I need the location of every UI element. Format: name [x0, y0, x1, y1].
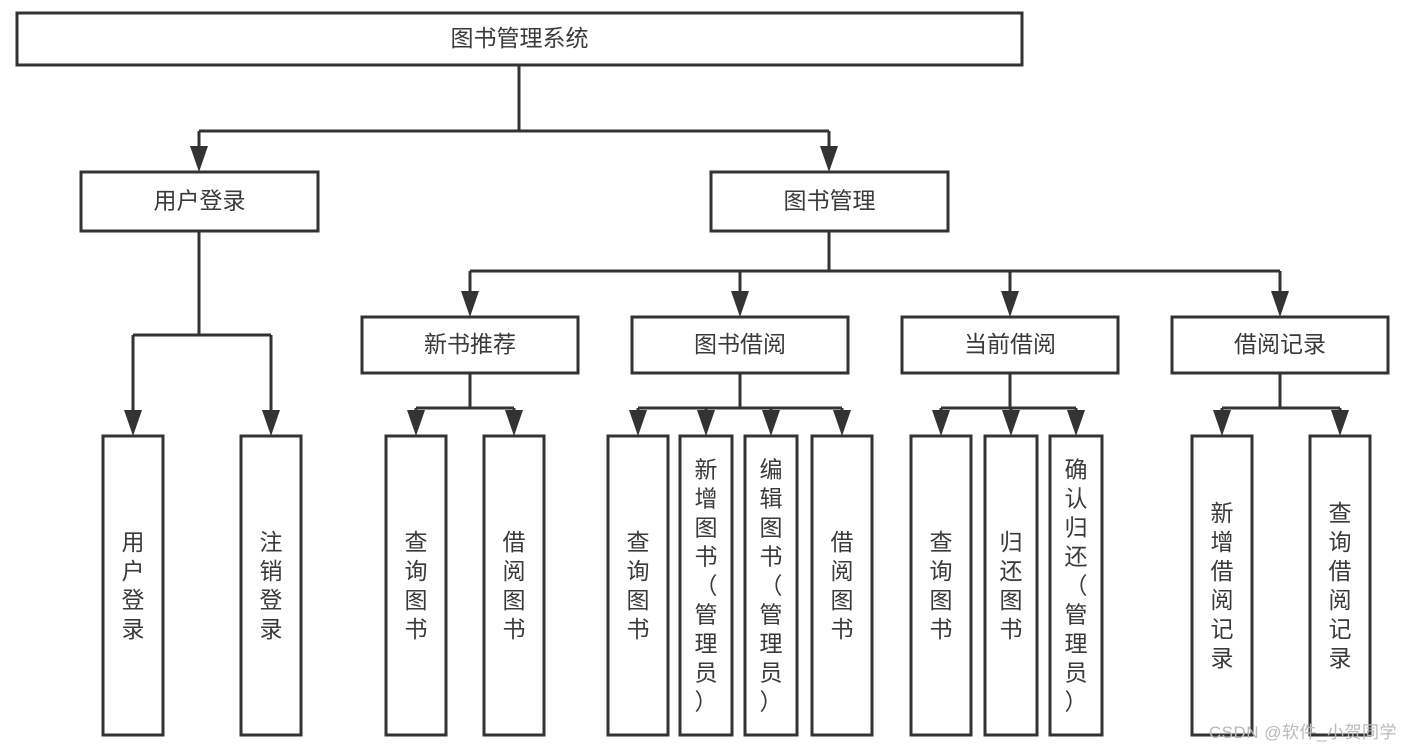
arrow-head-icon	[407, 410, 425, 436]
node-label-leaf-add-borrow-record: 新增借阅记录	[1211, 500, 1234, 671]
node-label-leaf-borrow-book-recommend: 借阅图书	[503, 529, 526, 642]
node-label-root: 图书管理系统	[451, 25, 589, 51]
arrow-head-icon	[629, 410, 647, 436]
node-label-user-login: 用户登录	[154, 188, 246, 214]
node-box-leaf-logout-login[interactable]	[239, 434, 303, 737]
connector-new-book-recommend	[407, 373, 523, 436]
node-leaf-edit-book-admin[interactable]: 编辑图书（管理员）	[743, 434, 799, 737]
node-label-leaf-add-book-admin: 新增图书（管理员）	[695, 457, 718, 715]
csdn-watermark: CSDN @软件_小贺同学	[1208, 723, 1397, 742]
arrow-head-icon	[1271, 291, 1289, 317]
node-box-leaf-add-borrow-record[interactable]	[1190, 434, 1254, 737]
node-leaf-query-book-current[interactable]: 查询图书	[909, 434, 973, 737]
node-label-leaf-borrow-book: 借阅图书	[831, 529, 854, 642]
node-borrow-record[interactable]: 借阅记录	[1170, 315, 1390, 375]
connectors-layer	[124, 65, 1349, 436]
node-label-leaf-edit-book-admin: 编辑图书（管理员）	[760, 457, 783, 715]
arrow-head-icon	[1331, 410, 1349, 436]
node-box-book-manage[interactable]	[709, 170, 950, 233]
node-label-book-manage: 图书管理	[784, 188, 876, 214]
node-label-leaf-confirm-return-admin: 确认归还（管理员）	[1065, 457, 1088, 715]
node-leaf-confirm-return-admin[interactable]: 确认归还（管理员）	[1048, 434, 1104, 737]
node-root[interactable]: 图书管理系统	[15, 11, 1024, 67]
node-book-manage[interactable]: 图书管理	[709, 170, 950, 233]
node-box-user-login[interactable]	[79, 170, 320, 233]
node-box-leaf-borrow-book[interactable]	[810, 434, 874, 737]
node-label-leaf-logout-login: 注销登录	[260, 529, 283, 642]
arrow-head-icon	[461, 291, 479, 317]
node-box-leaf-confirm-return-admin[interactable]	[1048, 434, 1104, 737]
connector-borrow-record	[1213, 373, 1349, 436]
nodes-layer: 图书管理系统用户登录图书管理新书推荐图书借阅当前借阅借阅记录用户登录注销登录查询…	[15, 11, 1390, 737]
node-box-leaf-query-book-borrow[interactable]	[606, 434, 670, 737]
connector-user-login	[124, 231, 280, 436]
node-label-leaf-query-book-borrow: 查询图书	[627, 529, 650, 642]
arrow-head-icon	[190, 146, 208, 172]
arrow-head-icon	[1001, 291, 1019, 317]
node-box-leaf-add-book-admin[interactable]	[678, 434, 734, 737]
node-box-borrow-record[interactable]	[1170, 315, 1390, 375]
node-leaf-add-borrow-record[interactable]: 新增借阅记录	[1190, 434, 1254, 737]
node-box-leaf-query-book-recommend[interactable]	[384, 434, 448, 737]
connector-root	[190, 65, 838, 172]
node-label-book-borrow: 图书借阅	[694, 331, 786, 357]
node-leaf-logout-login[interactable]: 注销登录	[239, 434, 303, 737]
node-leaf-borrow-book[interactable]: 借阅图书	[810, 434, 874, 737]
node-box-leaf-edit-book-admin[interactable]	[743, 434, 799, 737]
node-label-leaf-query-book-recommend: 查询图书	[405, 529, 428, 642]
node-leaf-user-login[interactable]: 用户登录	[101, 434, 165, 737]
node-user-login[interactable]: 用户登录	[79, 170, 320, 233]
arrow-head-icon	[124, 410, 142, 436]
arrow-head-icon	[1002, 410, 1020, 436]
node-box-leaf-user-login[interactable]	[101, 434, 165, 737]
arrow-head-icon	[697, 410, 715, 436]
node-label-new-book-recommend: 新书推荐	[424, 331, 516, 357]
node-leaf-borrow-book-recommend[interactable]: 借阅图书	[482, 434, 546, 737]
connector-current-borrow	[932, 373, 1085, 436]
node-label-leaf-query-book-current: 查询图书	[930, 529, 953, 642]
node-box-new-book-recommend[interactable]	[360, 315, 580, 375]
arrow-head-icon	[820, 146, 838, 172]
arrow-head-icon	[1213, 410, 1231, 436]
node-leaf-add-book-admin[interactable]: 新增图书（管理员）	[678, 434, 734, 737]
node-box-current-borrow[interactable]	[900, 315, 1120, 375]
node-box-leaf-query-borrow-record[interactable]	[1308, 434, 1372, 737]
arrow-head-icon	[262, 410, 280, 436]
arrow-head-icon	[505, 410, 523, 436]
node-label-borrow-record: 借阅记录	[1234, 331, 1326, 357]
node-box-book-borrow[interactable]	[630, 315, 850, 375]
arrow-head-icon	[932, 410, 950, 436]
node-label-leaf-query-borrow-record: 查询借阅记录	[1329, 500, 1352, 671]
node-box-leaf-return-book[interactable]	[983, 434, 1039, 737]
connector-book-manage	[461, 231, 1289, 317]
node-leaf-query-book-borrow[interactable]: 查询图书	[606, 434, 670, 737]
node-label-leaf-user-login: 用户登录	[122, 529, 145, 642]
node-label-leaf-return-book: 归还图书	[1000, 529, 1023, 642]
node-leaf-return-book[interactable]: 归还图书	[983, 434, 1039, 737]
node-book-borrow[interactable]: 图书借阅	[630, 315, 850, 375]
connector-book-borrow	[629, 373, 851, 436]
node-box-root[interactable]	[15, 11, 1024, 67]
arrow-head-icon	[731, 291, 749, 317]
node-current-borrow[interactable]: 当前借阅	[900, 315, 1120, 375]
arrow-head-icon	[1067, 410, 1085, 436]
node-leaf-query-book-recommend[interactable]: 查询图书	[384, 434, 448, 737]
arrow-head-icon	[833, 410, 851, 436]
node-box-leaf-query-book-current[interactable]	[909, 434, 973, 737]
node-leaf-query-borrow-record[interactable]: 查询借阅记录	[1308, 434, 1372, 737]
arrow-head-icon	[762, 410, 780, 436]
node-new-book-recommend[interactable]: 新书推荐	[360, 315, 580, 375]
node-box-leaf-borrow-book-recommend[interactable]	[482, 434, 546, 737]
node-label-current-borrow: 当前借阅	[964, 331, 1056, 357]
